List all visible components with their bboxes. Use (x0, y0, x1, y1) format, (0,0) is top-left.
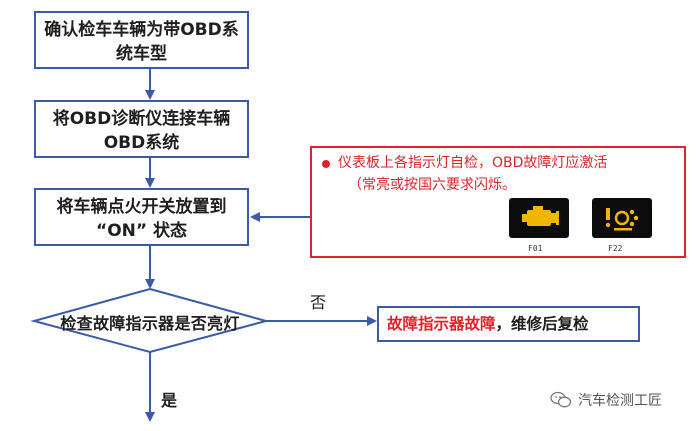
step1-line1: 确认检车车辆为带OBD系 (44, 20, 239, 40)
decision-label: 检查故障指示器是否亮灯 (60, 314, 240, 333)
step2-line2: OBD系统 (103, 133, 180, 153)
watermark: 汽车检测工匠 (550, 390, 690, 412)
exhaust-warning-icon (592, 198, 652, 238)
no-branch-label: 否 (310, 293, 327, 312)
lamp-code-f01: F01 (528, 244, 543, 253)
step1-line2: 统车型 (116, 44, 167, 64)
bullet-dot-icon (322, 160, 330, 168)
step3-line2: “ON” 状态 (96, 221, 187, 241)
note-line1: 仪表板上各指示灯自检，OBD故障灯应激活 (338, 155, 608, 171)
step3-line1: 将车辆点火开关放置到 (56, 197, 227, 217)
wechat-icon (550, 391, 572, 408)
note-line2: （常亮或按国六要求闪烁。 (348, 177, 516, 193)
step-confirm-obd-vehicle: 确认检车车辆为带OBD系 统车型 (34, 11, 249, 69)
fault-result-rest-text: ，维修后复检 (495, 315, 589, 333)
lamp-code-f22: F22 (608, 244, 623, 253)
self-check-note: 仪表板上各指示灯自检，OBD故障灯应激活 （常亮或按国六要求闪烁。 (310, 146, 686, 258)
fault-result-red-text: 故障指示器故障 (387, 315, 496, 333)
step2-line1: 将OBD诊断仪连接车辆 (52, 109, 231, 129)
watermark-text: 汽车检测工匠 (578, 393, 662, 409)
yes-branch-label: 是 (161, 391, 178, 410)
step-ignition-on: 将车辆点火开关放置到 “ON” 状态 (34, 188, 249, 246)
fault-result-box: 故障指示器故障，维修后复检 (377, 306, 640, 342)
engine-check-icon (509, 198, 569, 238)
step-connect-obd-scanner: 将OBD诊断仪连接车辆 OBD系统 (34, 100, 249, 158)
